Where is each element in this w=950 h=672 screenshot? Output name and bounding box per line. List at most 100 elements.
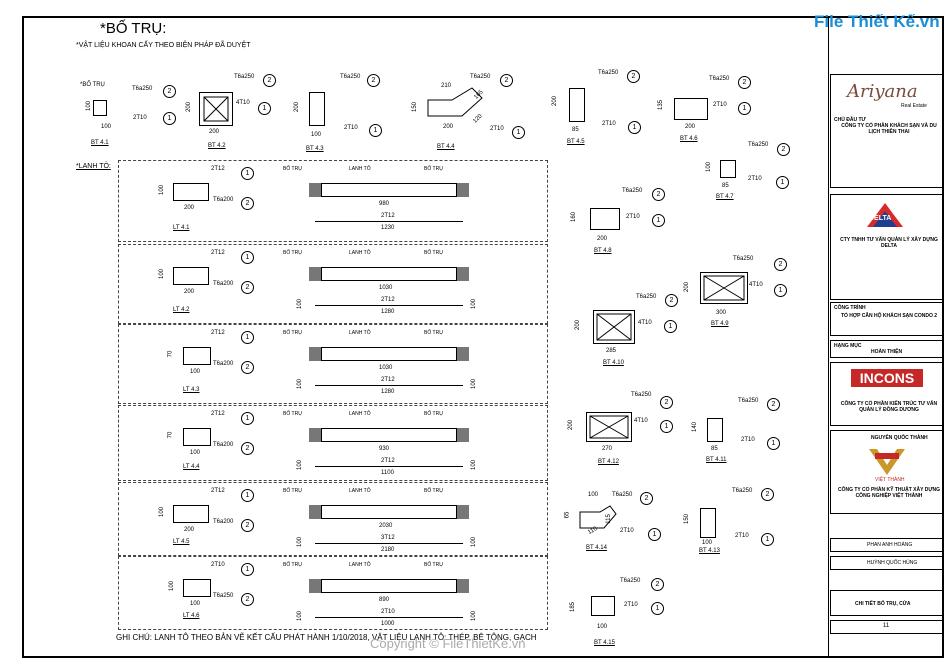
rebar-line	[315, 385, 463, 386]
lintel-cross-section	[173, 267, 209, 285]
rebar-label: 2T10	[741, 437, 755, 443]
designer-name: CÔNG TY CỔ PHẦN KIẾN TRÚC TƯ VẤN QUẢN LÝ…	[840, 401, 938, 413]
end-dimension: 100	[471, 610, 478, 622]
marker-circle: 2	[652, 188, 665, 201]
stirrup-cross-icon	[703, 275, 745, 301]
stirrup-cross-icon	[203, 96, 229, 122]
marker-circle: 1	[628, 121, 641, 134]
bo-tru-label: BỐ TRỤ	[424, 488, 443, 494]
marker-circle: 2	[738, 76, 751, 89]
lintel-cross-section	[183, 579, 211, 597]
rebar-line	[315, 543, 463, 544]
contractor-block: NGUYỄN QUỐC THÀNH VIỆT THÀNH CÔNG TY CỔ …	[830, 430, 943, 514]
bo-tru-label: BỐ TRỤ	[424, 250, 443, 256]
section-name: BT 4.15	[594, 640, 615, 646]
owner-block: Ariyana Real Estate CHỦ ĐẦU TƯ CÔNG TY C…	[830, 74, 943, 188]
lanh-to-label: LANH TÔ	[349, 411, 371, 417]
bo-tru-tag: *BỐ TRỤ	[80, 82, 105, 88]
stirrup-cross-icon	[596, 313, 632, 341]
rebar-label: T6a250	[748, 142, 769, 148]
dimension-label: 100	[86, 100, 93, 112]
marker-circle: 1	[163, 112, 176, 125]
marker-circle: 2	[163, 85, 176, 98]
rebar-line	[315, 305, 463, 306]
right-column-hatch	[457, 267, 469, 281]
total-length-dimension: 1100	[381, 470, 394, 476]
total-length-dimension: 1230	[381, 225, 395, 231]
dimension-label: 65	[564, 511, 571, 519]
rebar-label: 2T10	[713, 102, 727, 108]
section-name: BT 4.4	[437, 144, 455, 150]
column-cross-section	[590, 208, 620, 230]
rebar-label: T6a250	[733, 256, 754, 262]
lintel-elevation	[321, 267, 457, 281]
dimension-label: 100	[190, 450, 201, 456]
marker-circle: 1	[512, 126, 525, 139]
dimension-label: 100	[169, 580, 176, 592]
rebar-label: T6a200	[213, 519, 234, 525]
lintel-elevation	[321, 183, 457, 197]
dimension-label: 100	[190, 601, 201, 607]
marker-circle: 2	[367, 74, 380, 87]
rebar-label: 2T10	[490, 126, 504, 132]
right-column-hatch	[457, 579, 469, 593]
dimension-label: 185	[570, 601, 577, 613]
dimension-label: 200	[186, 101, 193, 113]
lanh-to-label: LANH TÔ	[349, 250, 371, 256]
rebar-label: 2T12	[211, 411, 225, 417]
marker-circle: 2	[767, 398, 780, 411]
column-cross-section	[199, 92, 233, 126]
sheet-number-block: 11	[830, 620, 943, 634]
dimension-label: 270	[602, 446, 613, 452]
column-cross-section	[700, 508, 716, 538]
lanh-to-label: LANH TÔ	[349, 488, 371, 494]
column-cross-section	[591, 596, 615, 616]
delta-logo-icon	[867, 203, 903, 227]
section-name: BT 4.14	[586, 545, 607, 551]
rebar-label: T6a200	[213, 361, 234, 367]
contractor-person: NGUYỄN QUỐC THÀNH	[871, 435, 928, 441]
span-dimension: 930	[379, 446, 390, 452]
bo-tru-label: BỐ TRỤ	[283, 488, 302, 494]
marker-circle: 2	[241, 593, 254, 606]
lanh-to-label: LANH TÔ	[349, 330, 371, 336]
column-cross-section	[700, 272, 748, 304]
dimension-label: 200	[294, 101, 301, 113]
rebar-label: 2T10	[211, 562, 225, 568]
span-dimension: 980	[379, 201, 390, 207]
span-dimension: 2030	[379, 523, 393, 529]
marker-circle: 1	[776, 176, 789, 189]
section-name: BT 4.10	[603, 360, 624, 366]
end-dimension: 100	[297, 298, 304, 310]
drawn-by-row: PHAN ANH HOÀNG	[830, 538, 943, 552]
rebar-line	[315, 617, 463, 618]
left-column-hatch	[309, 428, 321, 442]
lintel-row: 100 100 2T10 T6a250 1 2 LT 4.6 BỐ TRỤ LA…	[118, 556, 548, 630]
right-column-hatch	[457, 347, 469, 361]
owner-logo: Ariyana	[847, 81, 918, 102]
rebar-label: T6a250	[470, 74, 491, 80]
marker-circle: 2	[500, 74, 513, 87]
dimension-label: 100	[101, 124, 112, 130]
rebar-label: T6a250	[132, 86, 153, 92]
dimension-label: 200	[443, 124, 454, 130]
end-dimension: 100	[471, 536, 478, 548]
lintel-row: 70 100 2T12 T6a200 1 2 LT 4.3 BỐ TRỤ LAN…	[118, 324, 548, 404]
dimension-label: 100	[311, 132, 322, 138]
section-name: LT 4.3	[183, 387, 200, 393]
drawing-note: GHI CHÚ: LANH TÔ THEO BẢN VẼ KẾT CẤU PHÁ…	[116, 633, 537, 642]
dimension-label: 100	[190, 369, 201, 375]
item-name: HOÀN THIỆN	[871, 349, 903, 355]
rebar-label: 4T10	[749, 282, 763, 288]
rebar-label: 2T12	[211, 250, 225, 256]
end-dimension: 100	[297, 459, 304, 471]
section-name: LT 4.4	[183, 464, 200, 470]
bottom-rebar-label: 2T10	[381, 609, 395, 615]
end-dimension: 100	[297, 610, 304, 622]
bottom-rebar-label: 3T12	[381, 535, 395, 541]
rebar-label: T6a250	[612, 492, 633, 498]
dimension-label: 70	[167, 350, 174, 358]
left-column-hatch	[309, 267, 321, 281]
checked-by-row: HUỲNH QUỐC HÙNG	[830, 556, 943, 570]
right-column-hatch	[457, 183, 469, 197]
